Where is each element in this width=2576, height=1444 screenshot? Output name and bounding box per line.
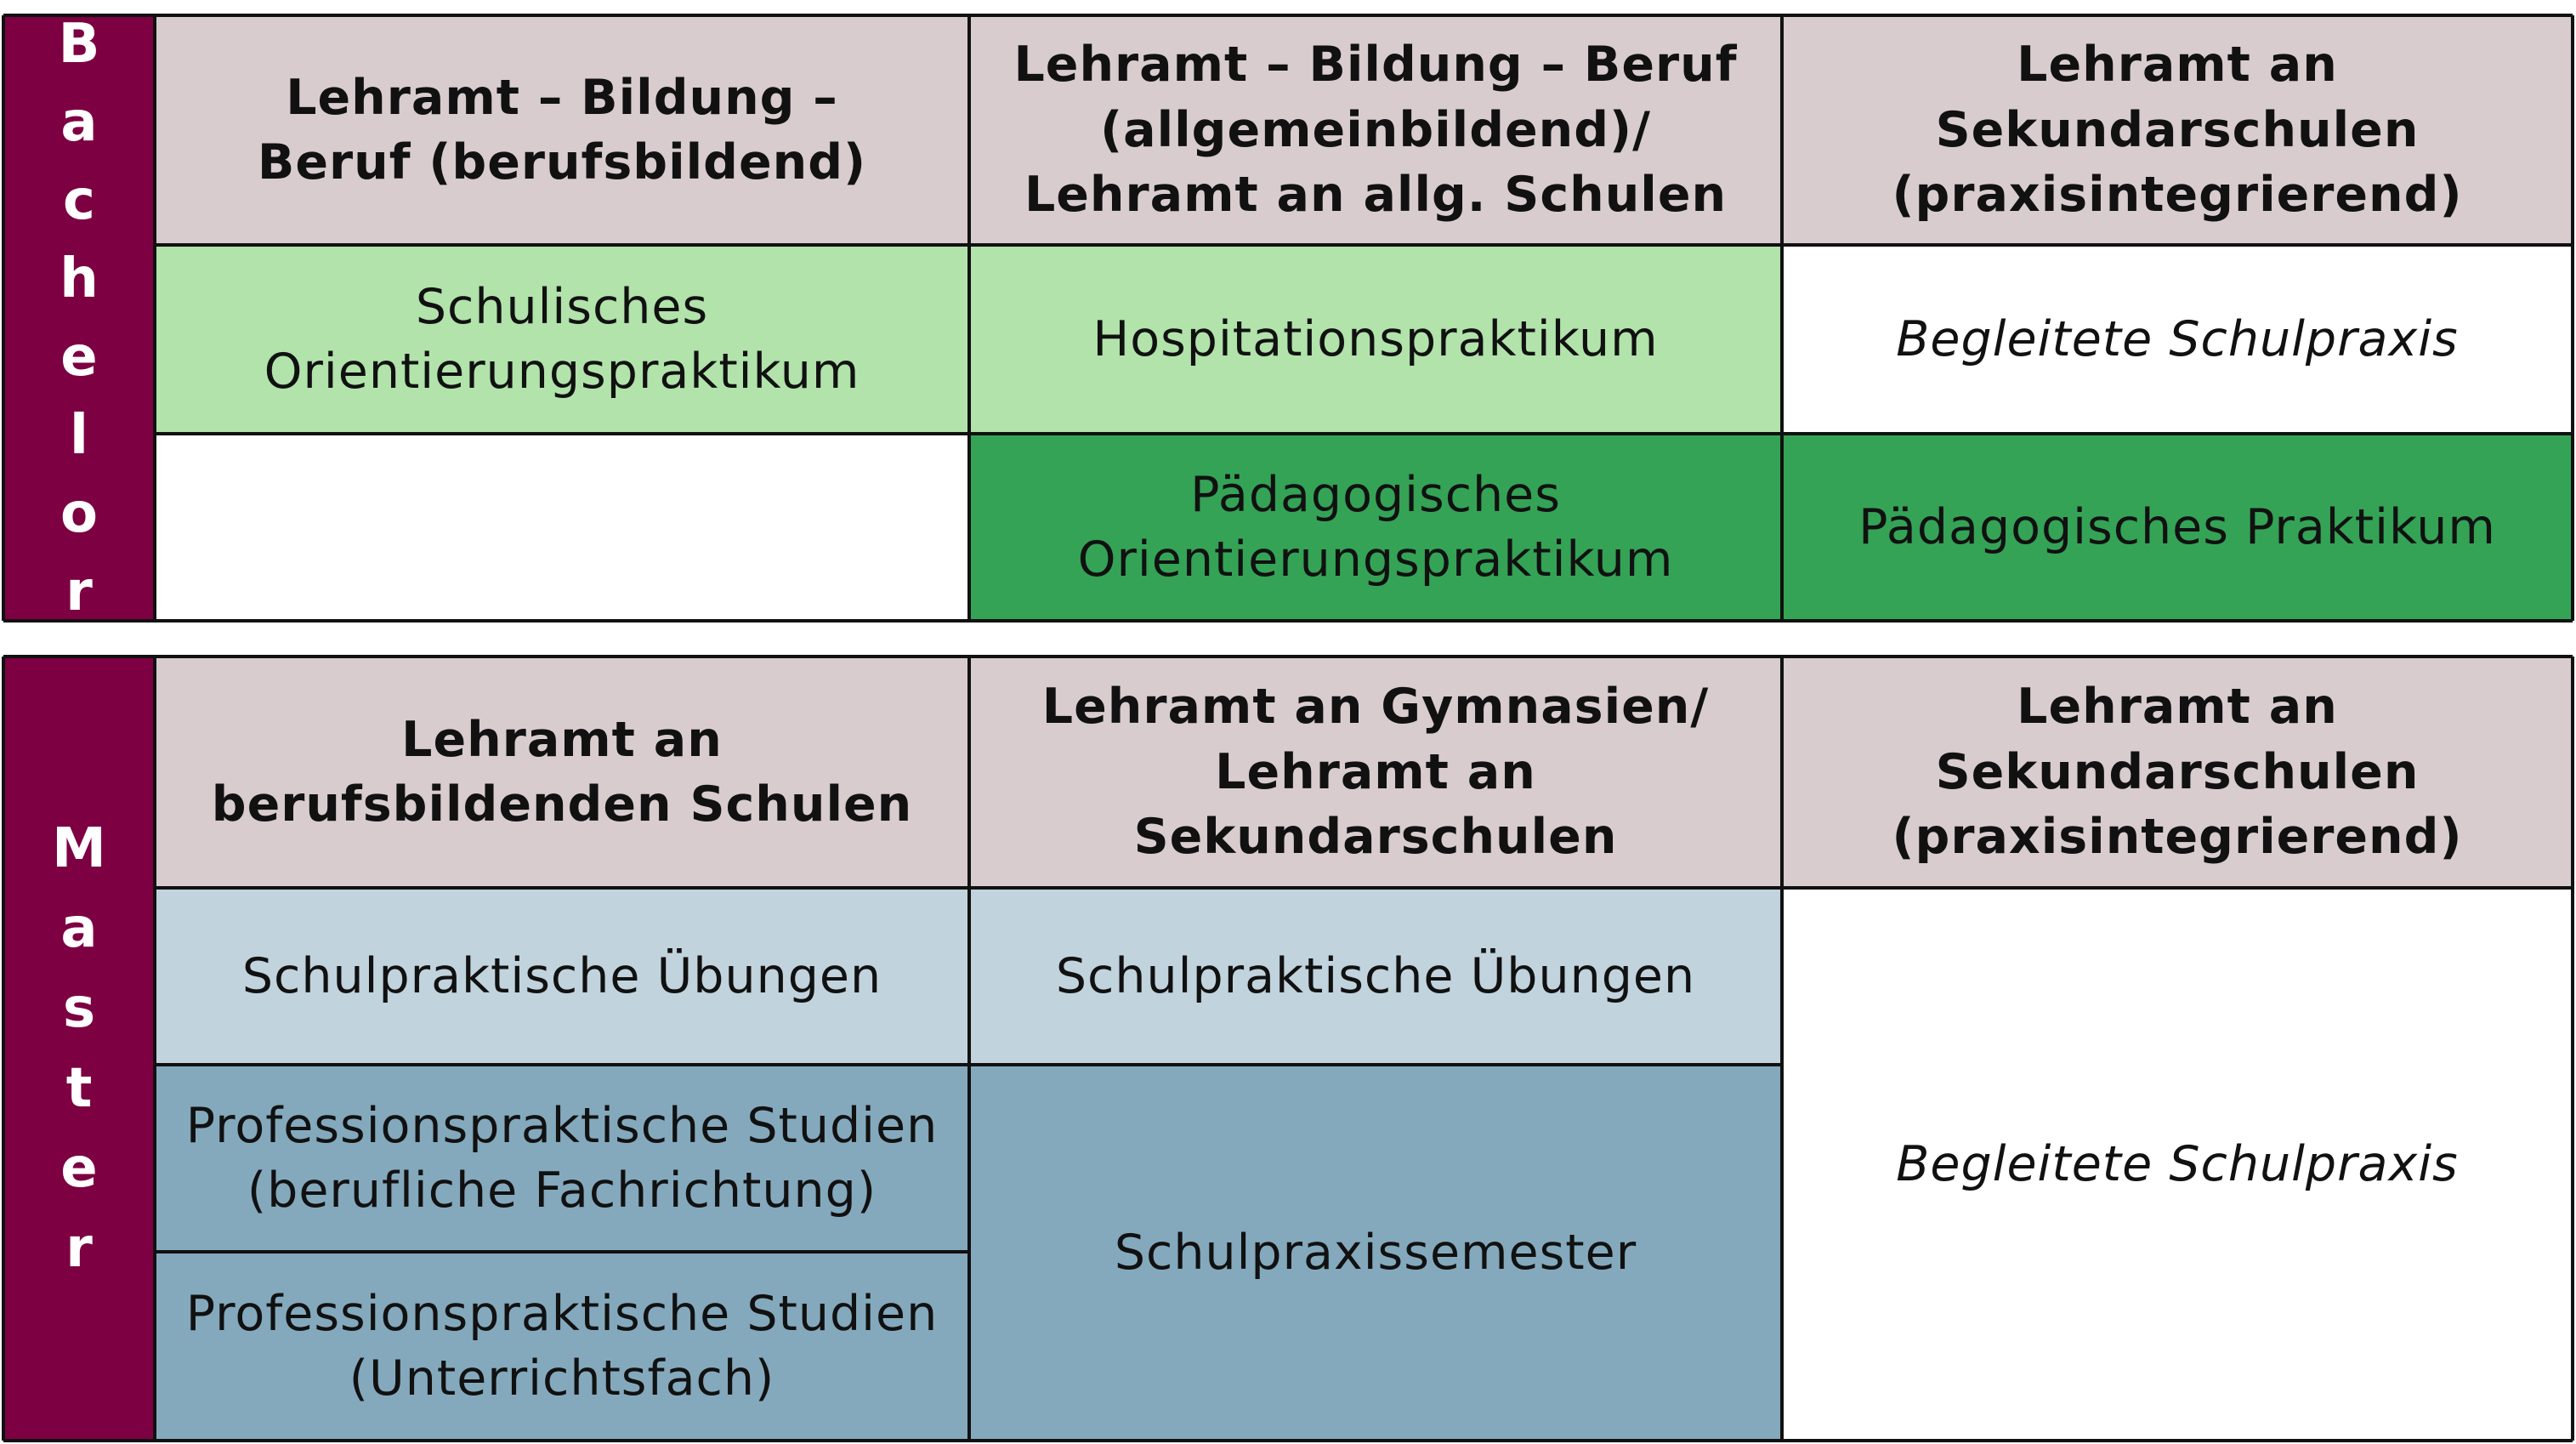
cell-schulpraxissemester: Schulpraxissemester	[969, 1065, 1782, 1441]
bachelor-letter: l	[70, 404, 88, 467]
master-letter: a	[60, 897, 98, 960]
master-letter: t	[65, 1057, 93, 1120]
bachelor-letter: B	[58, 13, 100, 76]
cell-hospitationspraktikum: Hospitationspraktikum	[969, 245, 1782, 434]
master-letter: e	[60, 1137, 98, 1200]
cell-paedagogisches-orientierungspraktikum: Pädagogisches Orientierungspraktikum	[969, 434, 1782, 621]
cell-empty	[155, 434, 969, 621]
bachelor-letter: r	[65, 560, 93, 623]
master-letter: s	[62, 977, 96, 1040]
cell-begleitete-schulpraxis-bachelor: Begleitete Schulpraxis	[1782, 245, 2573, 434]
bachelor-letter: a	[60, 91, 98, 154]
bachelor-letter: e	[60, 326, 98, 389]
master-letter: r	[65, 1217, 93, 1280]
bachelor-letter: h	[60, 247, 99, 310]
bachelor-letter: o	[60, 482, 98, 545]
master-header-gymnasien: Lehramt an Gymnasien/ Lehramt an Sekunda…	[969, 657, 1782, 888]
bachelor-letter: c	[63, 169, 95, 232]
cell-schulisches-orientierungspraktikum: Schulisches Orientierungspraktikum	[155, 245, 969, 434]
cell-paedagogisches-praktikum: Pädagogisches Praktikum	[1782, 434, 2573, 621]
master-header-berufsbildend: Lehramt an berufsbildenden Schulen	[155, 657, 969, 888]
cell-professionspraktische-studien-fachrichtung: Professionspraktische Studien (beruflich…	[155, 1065, 969, 1252]
cell-schulpraktische-uebungen-berufsbildend: Schulpraktische Übungen	[155, 888, 969, 1065]
cell-schulpraktische-uebungen-gymnasien: Schulpraktische Übungen	[969, 888, 1782, 1065]
bachelor-header-praxisintegrierend: Lehramt an Sekundarschulen (praxisintegr…	[1782, 15, 2573, 245]
bachelor-label: B a c h e l o r	[3, 13, 155, 623]
cell-begleitete-schulpraxis-master: Begleitete Schulpraxis	[1782, 888, 2573, 1441]
bachelor-header-allgemeinbildend: Lehramt – Bildung – Beruf (allgemeinbild…	[969, 15, 1782, 245]
master-header-praxisintegrierend: Lehramt an Sekundarschulen (praxisintegr…	[1782, 657, 2573, 888]
master-letter: M	[52, 817, 106, 880]
bachelor-header-berufsbildend: Lehramt – Bildung – Beruf (berufsbildend…	[155, 15, 969, 245]
cell-professionspraktische-studien-unterrichtsfach: Professionspraktische Studien (Unterrich…	[155, 1252, 969, 1441]
master-label: M a s t e r	[3, 657, 155, 1441]
